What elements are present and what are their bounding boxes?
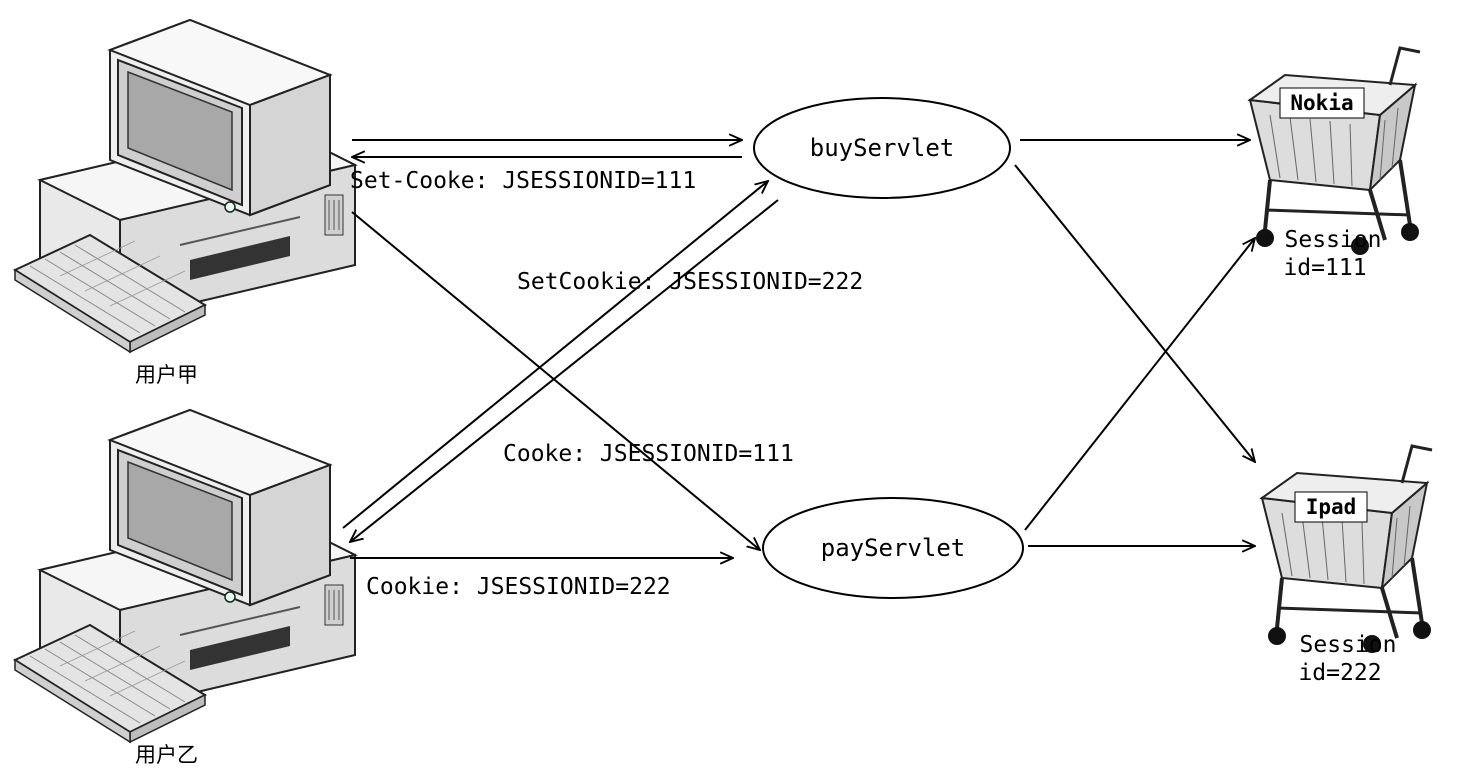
user-a-label: 用户甲 xyxy=(135,363,198,387)
pay-servlet-node xyxy=(762,497,1024,599)
arrow-b-to-buy xyxy=(342,181,768,529)
user-a-computer-icon xyxy=(14,19,356,353)
cookie-222-label: Cookie: JSESSIONID=222 xyxy=(366,574,671,600)
cart-2-tag-box xyxy=(1294,491,1368,523)
cart-2-shopping-cart-icon xyxy=(1260,444,1434,655)
arrow-buy-to-cart2 xyxy=(1014,164,1255,462)
arrow-buy-to-b xyxy=(350,199,779,542)
cookie-111-label: Cooke: JSESSIONID=111 xyxy=(503,441,794,467)
set-cookie-222-label: SetCookie: JSESSIONID=222 xyxy=(517,269,863,295)
cart-2-tag: Ipad xyxy=(1306,495,1357,519)
cart-1-tag-box xyxy=(1279,87,1365,119)
arrow-pay-to-cart1 xyxy=(1024,238,1255,531)
pay-servlet-label: payServlet xyxy=(821,534,966,562)
cart-1-shopping-cart-icon xyxy=(1248,46,1422,257)
user-b-label: 用户乙 xyxy=(135,743,198,767)
cart-1-tag: Nokia xyxy=(1290,91,1353,115)
cart-2-session-id: id=222 xyxy=(1298,660,1381,686)
buy-servlet-label: buyServlet xyxy=(810,134,955,162)
cart-1-session-id: id=111 xyxy=(1283,255,1366,281)
cart-1-session-label: Session xyxy=(1285,227,1382,253)
set-cookie-111-label: Set-Cooke: JSESSIONID=111 xyxy=(350,168,696,194)
user-b-computer-icon xyxy=(14,409,356,743)
buy-servlet-node xyxy=(753,97,1011,199)
arrow-a-to-pay xyxy=(351,211,760,550)
cart-2-session-label: Session xyxy=(1300,632,1397,658)
